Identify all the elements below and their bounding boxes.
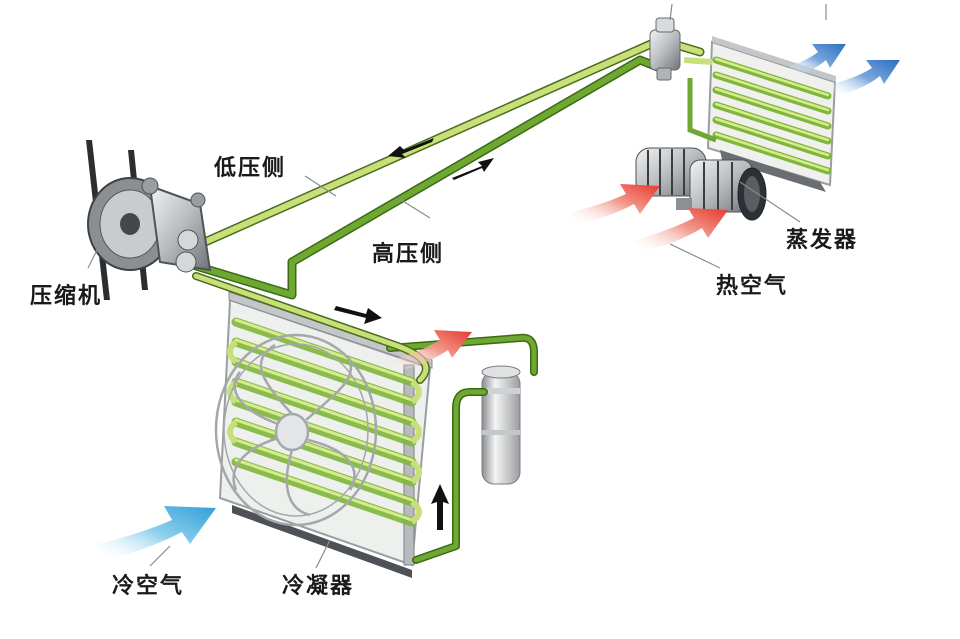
- cold-air-arrow-icon: [98, 506, 216, 560]
- arrow-condenser-right-icon: [334, 306, 382, 324]
- fan-icon: [214, 333, 378, 527]
- arrow-up-icon: [431, 484, 449, 530]
- compressor-icon: [86, 140, 212, 300]
- low-pressure-label: 低压侧: [214, 155, 287, 181]
- hot-air-arrow-1-icon: [572, 184, 660, 224]
- evaporator-out-arrow-2-icon: [832, 60, 900, 96]
- flow-arrows: [334, 138, 494, 530]
- expansion-valve-icon: [649, 17, 681, 81]
- high-pressure-label: 高压侧: [372, 241, 445, 267]
- evaporator-out-arrow-1-icon: [790, 44, 846, 76]
- compressor-label: 压缩机: [30, 283, 103, 309]
- receiver-drier-icon: [481, 365, 521, 485]
- blower-icon: [635, 147, 767, 221]
- hot-air-arrow-2-icon: [636, 208, 728, 252]
- evaporator-label: 蒸发器: [786, 227, 859, 253]
- condenser-icon: [218, 291, 433, 578]
- arrow-low-left-icon: [388, 138, 434, 158]
- cold-air-label: 冷空气: [112, 573, 185, 599]
- hot-air-label: 热空气: [716, 273, 789, 299]
- leader-lines: [87, 3, 827, 569]
- hot-air-arrow-condenser-icon: [392, 330, 472, 372]
- condenser-label: 冷凝器: [282, 573, 355, 599]
- arrow-high-right-icon: [452, 158, 494, 180]
